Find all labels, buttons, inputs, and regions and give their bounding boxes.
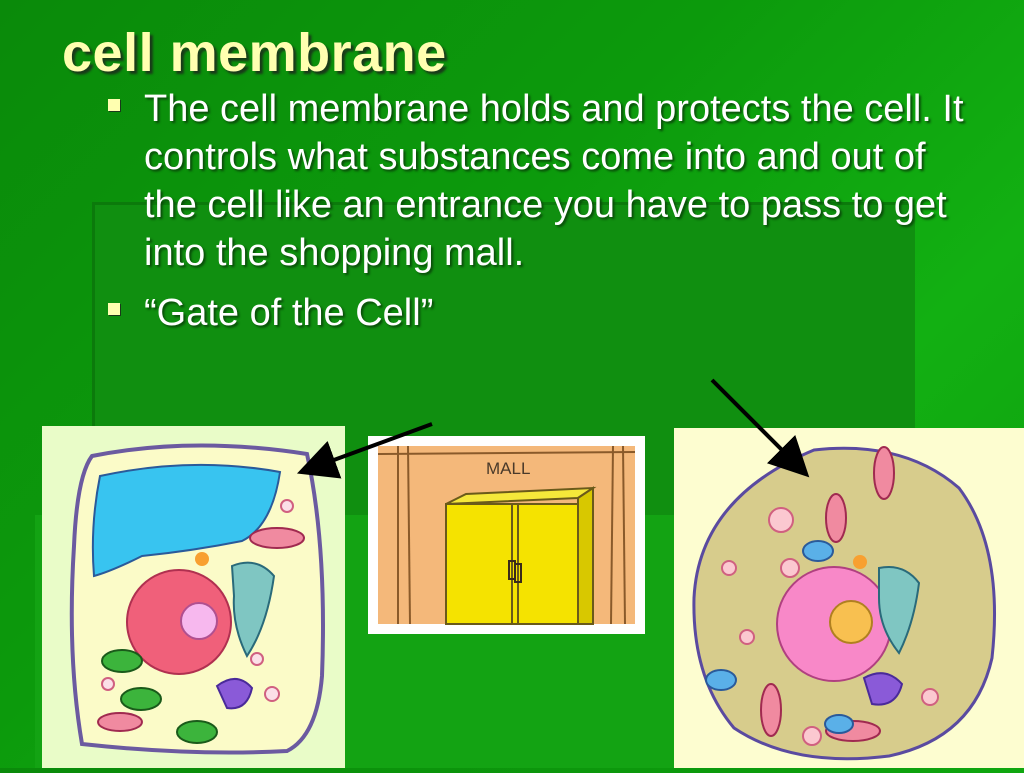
square-bullet-icon [108, 99, 120, 111]
animal-cell-illustration [692, 446, 997, 761]
mall-entrance-illustration: MALL [377, 445, 636, 625]
animal-cell-image [674, 428, 1024, 768]
bullet-text: “Gate of the Cell” [144, 292, 434, 334]
mall-entrance-image: MALL [368, 436, 645, 634]
mall-sign: MALL [486, 459, 530, 478]
slide-title: cell membrane [62, 23, 447, 83]
square-bullet-icon [108, 303, 120, 315]
plant-cell-illustration [69, 443, 325, 755]
bullet-text: The cell membrane holds and protects the… [144, 88, 964, 274]
plant-cell-image [42, 426, 345, 768]
bullet-item: The cell membrane holds and protects the… [108, 85, 988, 277]
bullet-list: The cell membrane holds and protects the… [108, 85, 988, 337]
bullet-item: “Gate of the Cell” [108, 289, 988, 337]
